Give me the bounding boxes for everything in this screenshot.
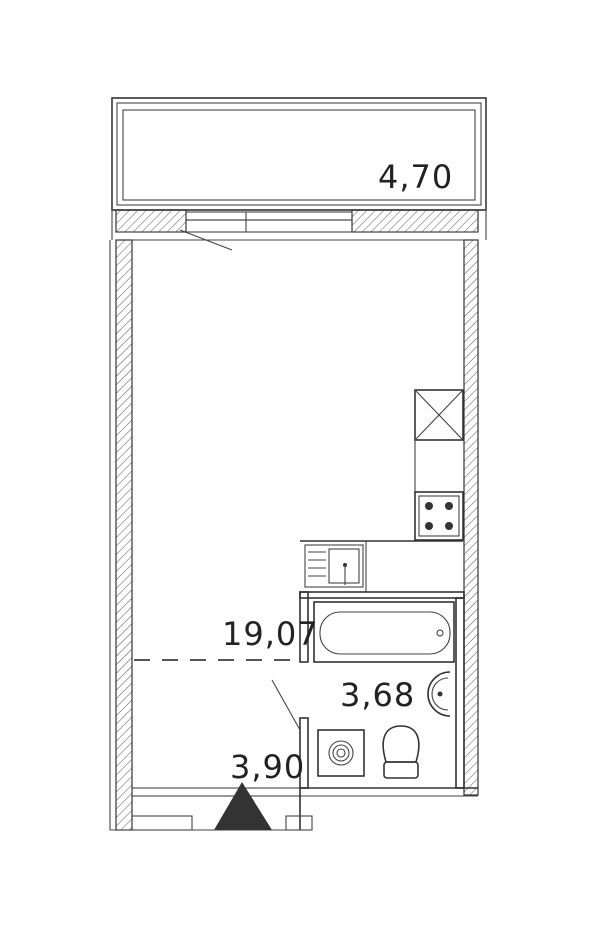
entrance-arrow-icon bbox=[214, 782, 272, 830]
bathroom-area-label: 3,68 bbox=[340, 676, 415, 714]
stove-icon bbox=[414, 491, 464, 541]
living-area-label: 19,07 bbox=[222, 615, 319, 653]
balcony-door-swing bbox=[179, 229, 233, 251]
toilet-icon bbox=[382, 725, 420, 779]
washbasin-icon bbox=[427, 671, 451, 717]
bathtub-icon bbox=[313, 601, 455, 663]
balcony bbox=[111, 97, 487, 240]
balcony-area-label: 4,70 bbox=[378, 158, 453, 196]
bathroom-door-swing bbox=[271, 679, 301, 731]
kitchen-sink-icon bbox=[300, 540, 463, 592]
wardrobe-cross-icon bbox=[414, 389, 464, 492]
hallway-area-label: 3,90 bbox=[230, 748, 305, 786]
right-wall bbox=[463, 239, 479, 796]
bathroom-walls bbox=[271, 591, 478, 797]
washing-machine-icon bbox=[317, 729, 365, 777]
balcony-wall bbox=[115, 209, 479, 251]
left-wall bbox=[109, 239, 133, 831]
entrance-walls bbox=[110, 787, 313, 831]
